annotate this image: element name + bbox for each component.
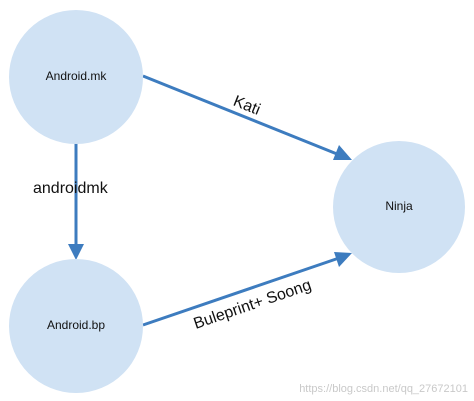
arrowhead-icon — [333, 145, 352, 160]
watermark-text: https://blog.csdn.net/qq_27672101 — [299, 383, 468, 395]
edge-label-androidmk: androidmk — [33, 180, 109, 197]
arrowhead-icon — [334, 252, 352, 267]
edge-label-blueprint-soong: Buleprint+ Soong — [192, 277, 314, 333]
node-circle-android-bp — [9, 259, 143, 393]
node-circle-ninja — [333, 141, 465, 273]
edge-bp-to-ninja — [142, 252, 352, 327]
node-android-mk: Android.mk — [9, 10, 143, 144]
node-ninja: Ninja — [333, 141, 465, 273]
node-circle-android-mk — [9, 10, 143, 144]
node-label-ninja: Ninja — [385, 199, 413, 213]
edge-mk-to-bp — [68, 143, 84, 260]
edge-mk-to-ninja — [142, 74, 352, 160]
edge-label-kati: Kati — [231, 93, 263, 119]
edge-line-bp-to-ninja — [142, 255, 343, 327]
edge-line-mk-to-ninja — [142, 74, 343, 158]
arrowhead-icon — [68, 244, 84, 260]
node-label-android-mk: Android.mk — [46, 69, 108, 83]
node-android-bp: Android.bp — [9, 259, 143, 393]
node-label-android-bp: Android.bp — [47, 318, 105, 332]
